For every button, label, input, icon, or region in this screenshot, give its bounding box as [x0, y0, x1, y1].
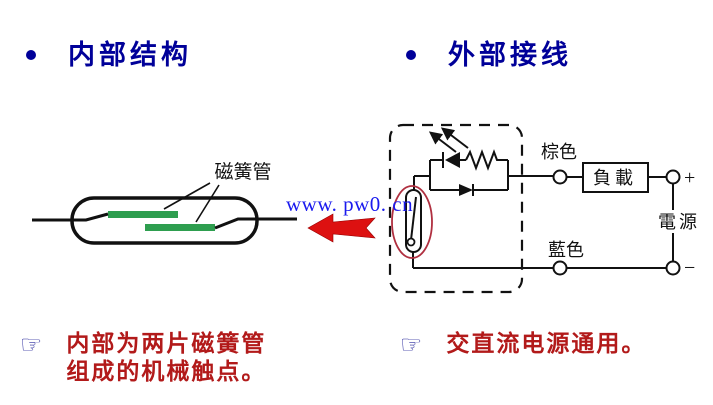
reed-contact-top	[108, 211, 178, 218]
note-ac-dc-text: 交直流电源通用。	[446, 330, 646, 358]
heading-internal-structure: 内部结构	[26, 40, 192, 70]
terminal-circle-plus	[665, 169, 681, 185]
highlight-ellipse	[391, 185, 433, 259]
terminal-circle-brown	[552, 169, 568, 185]
led-light-arrow	[428, 131, 457, 153]
reed-switch-label: 磁簧管	[214, 161, 271, 183]
minus-sign: −	[684, 257, 695, 279]
reed-switch-blade	[410, 196, 417, 241]
note-internal-contacts: ☞ 内部为两片磁簧管 组成的机械触点。	[20, 330, 266, 386]
bullet-dot	[406, 50, 416, 60]
reed-contact-bottom	[145, 224, 215, 231]
note-internal-contacts-text: 内部为两片磁簧管 组成的机械触点。	[66, 330, 266, 386]
red-arrow-icon	[307, 213, 376, 243]
led-resistor-diode-network	[428, 127, 509, 196]
load-box	[582, 162, 649, 193]
blue-wire-label: 藍色	[548, 240, 584, 260]
heading-external-wiring: 外部接线	[406, 40, 572, 70]
led-light-arrow	[440, 127, 469, 149]
heading-external-wiring-label: 外部接线	[448, 40, 572, 70]
led-triangle	[445, 152, 460, 168]
watermark-url: www. pw0. cn	[286, 192, 414, 216]
label-pointer-line	[195, 184, 220, 223]
glass-capsule	[70, 196, 259, 245]
power-supply-label: 電源	[658, 212, 700, 232]
reed-switch-symbol	[405, 175, 430, 268]
bullet-dot	[26, 50, 36, 60]
note-line: 内部为两片磁簧管	[66, 331, 267, 356]
label-pointer-line	[163, 182, 211, 210]
protection-diode-triangle	[459, 184, 473, 196]
pointing-hand-icon: ☞	[20, 330, 43, 359]
note-line: 组成的机械触点。	[66, 359, 267, 384]
terminal-circle-blue	[552, 260, 568, 276]
resistor-zigzag	[465, 149, 508, 171]
plus-sign: +	[684, 167, 695, 189]
pointing-hand-icon: ☞	[400, 330, 423, 359]
reed-switch-pivot	[406, 237, 416, 247]
right-lead-wire	[214, 217, 297, 230]
heading-internal-structure-label: 内部结构	[68, 40, 192, 70]
note-line: 交直流电源通用。	[446, 331, 647, 356]
sensor-enclosure-dashed-box	[388, 123, 524, 294]
terminal-circle-minus	[665, 260, 681, 276]
left-lead-wire	[32, 212, 109, 222]
wiring-circuit-diagram: 棕色 負載 + 電源 藍色 −	[388, 123, 700, 294]
reed-switch-diagram: 磁簧管	[32, 161, 297, 245]
brown-wire-label: 棕色	[541, 142, 577, 162]
load-label: 負載	[593, 168, 637, 188]
note-ac-dc: ☞ 交直流电源通用。	[400, 330, 646, 358]
